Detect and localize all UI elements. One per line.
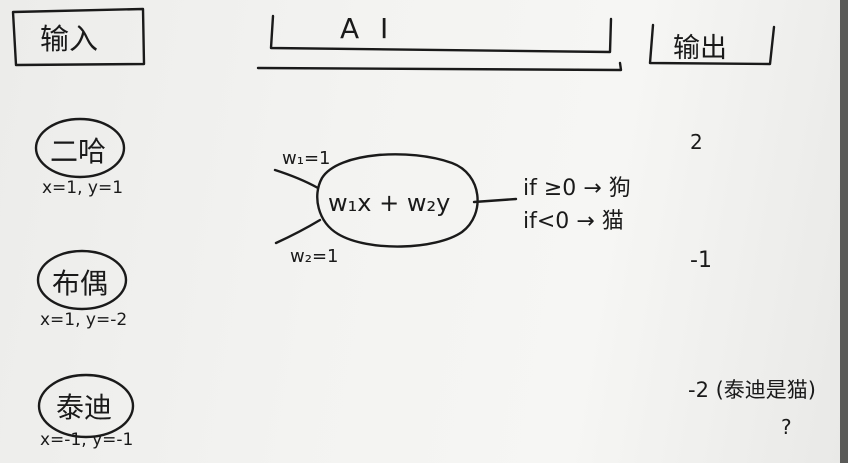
input-ellipse-3: [37, 373, 135, 439]
rule-dog: if ≥0 → 狗: [523, 176, 631, 201]
edge-w2: [274, 218, 322, 245]
edge-out: [472, 197, 518, 204]
question-mark: ?: [781, 415, 792, 439]
output-header-box: [648, 23, 776, 66]
output-header-label: 输出: [673, 33, 727, 64]
input-name-3: 泰迪: [56, 391, 113, 424]
input-name-1: 二哈: [50, 135, 107, 168]
neuron-ellipse: [316, 153, 479, 248]
ai-header-bracket: [269, 14, 613, 54]
input-header-label: 输入: [40, 22, 99, 56]
edge-w1: [273, 168, 320, 190]
input-ellipse-2: [36, 249, 128, 311]
input-name-2: 布偶: [52, 267, 109, 300]
input-values-1: x=1, y=1: [42, 178, 124, 198]
ai-header-label: A I: [340, 12, 395, 45]
output-value-3: -2 (泰迪是猫): [688, 378, 816, 402]
neuron-formula: w₁x + w₂y: [328, 189, 451, 217]
weight-w1-label: w₁=1: [282, 148, 331, 169]
weight-w2-label: w₂=1: [290, 246, 339, 267]
output-value-1: 2: [690, 130, 703, 154]
input-header-box: [11, 7, 146, 67]
output-value-2: -1: [690, 248, 712, 273]
rule-cat: if<0 → 猫: [523, 209, 624, 234]
ai-header-underline: [256, 61, 623, 72]
input-values-3: x=-1, y=-1: [40, 430, 134, 450]
input-ellipse-1: [34, 117, 126, 179]
input-values-2: x=1, y=-2: [40, 310, 128, 330]
